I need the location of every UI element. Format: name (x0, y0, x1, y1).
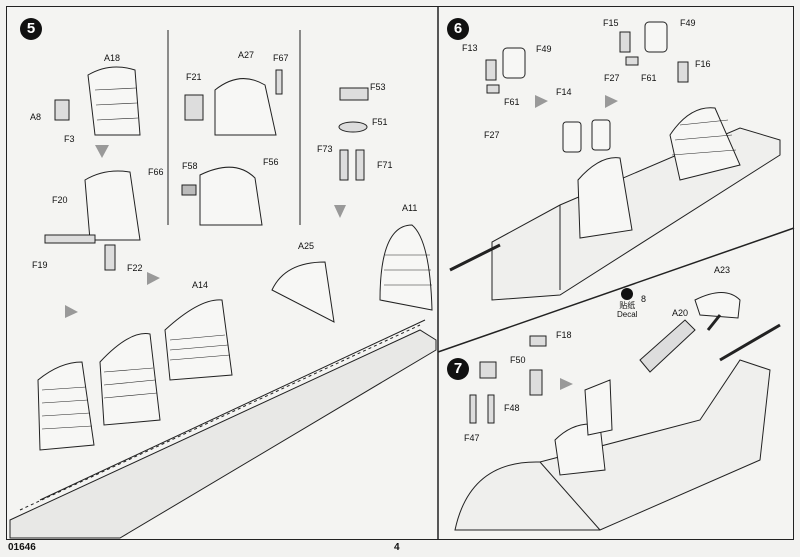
step7-bulkhead (554, 379, 613, 476)
part-label: F67 (273, 53, 289, 63)
decal-icon (621, 288, 634, 300)
part-label: A20 (672, 308, 689, 318)
part-label: F51 (372, 117, 388, 127)
step7-part-a20 (639, 319, 696, 373)
part-label: F61 (504, 97, 520, 107)
part-label: F58 (182, 161, 198, 171)
part-label: A11 (402, 203, 418, 213)
part-label: F61 (641, 73, 657, 83)
step6-seat-left (485, 47, 526, 94)
step6-arrows (535, 95, 618, 108)
part-label: F27 (484, 130, 500, 140)
step5-bulkhead-a14 (164, 299, 233, 381)
step7-instrument-panel (694, 292, 741, 331)
part-label: A23 (714, 265, 731, 275)
step7-gun (719, 323, 781, 362)
step-7-badge: 7 (447, 358, 469, 380)
step5-bulkhead-rear (37, 361, 95, 451)
part-label: F19 (32, 260, 48, 270)
part-label: A8 (30, 112, 42, 122)
part-label: F71 (377, 160, 393, 170)
part-label: F73 (317, 144, 333, 154)
part-label: F48 (504, 403, 520, 413)
part-label: F49 (680, 18, 696, 28)
step5-fuselage-floor (9, 319, 437, 539)
part-label: F18 (556, 330, 572, 340)
step7-arrows (560, 378, 573, 390)
step5-bulkhead-mid (99, 333, 161, 426)
part-label: F27 (604, 73, 620, 83)
step6-bulkhead-front (669, 107, 741, 181)
kit-number: 01646 (8, 542, 36, 553)
step7-fuselage (454, 359, 771, 531)
panel-divider-diagonal (437, 227, 795, 353)
part-label: A14 (192, 280, 209, 290)
page-number: 4 (394, 542, 400, 553)
decal-label-en: Decal (617, 310, 638, 319)
step6-installed-seats (562, 119, 611, 153)
part-label: F56 (263, 157, 279, 167)
part-label: F49 (536, 44, 552, 54)
step5-subassembly-a27 (184, 69, 283, 136)
part-label: F22 (127, 263, 143, 273)
part-label: F14 (556, 87, 572, 97)
part-label: F50 (510, 355, 526, 365)
step5-bulkhead-a25 (271, 261, 335, 323)
step5-bulkhead-a11 (379, 224, 433, 311)
step-6-badge: 6 (447, 18, 469, 40)
part-label: A18 (104, 53, 121, 63)
part-label: F15 (603, 18, 619, 28)
part-label: F66 (148, 167, 164, 177)
part-label: F13 (462, 43, 478, 53)
part-label: F20 (52, 195, 68, 205)
part-label: F47 (464, 433, 480, 443)
decal-callout: 贴纸 Decal (617, 288, 637, 319)
step6-bulkhead-rear (577, 157, 633, 239)
step5-subassembly-a27-built (181, 166, 263, 226)
part-label: A25 (298, 241, 315, 251)
step-5-badge: 5 (20, 18, 42, 40)
step5-subassembly-a18 (54, 66, 141, 136)
step6-seat-right (619, 21, 689, 83)
decal-label-cn: 贴纸 (619, 301, 636, 310)
part-label: A27 (238, 50, 255, 60)
step5-subassembly-a18-built (44, 170, 141, 271)
decal-number: 8 (641, 294, 647, 304)
step5-arrows (65, 145, 346, 318)
part-label: F21 (186, 72, 202, 82)
step5-subassembly-f73 (338, 87, 369, 181)
part-label: F16 (695, 59, 711, 69)
part-label: F3 (64, 134, 75, 144)
step7-seat-parts (469, 335, 547, 424)
part-label: F53 (370, 82, 386, 92)
